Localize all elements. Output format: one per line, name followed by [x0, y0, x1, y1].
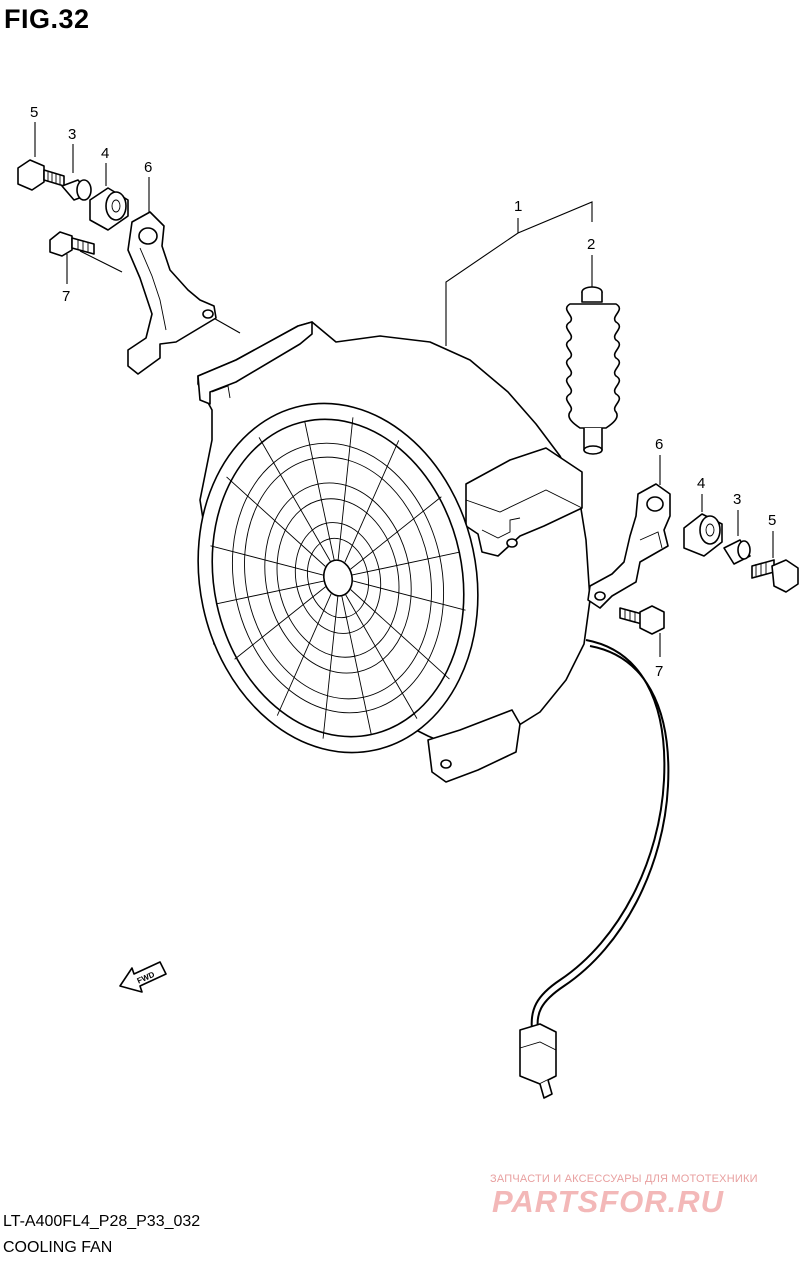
fan-wire-harness[interactable] — [519, 639, 670, 1099]
grille-ribs — [210, 417, 466, 739]
bracket-6-left[interactable] — [127, 211, 217, 375]
callout-1[interactable]: 1 — [514, 198, 522, 215]
callout-3-left[interactable]: 3 — [68, 126, 76, 143]
grommet-4-right[interactable] — [683, 513, 723, 557]
motor-box[interactable] — [465, 447, 583, 557]
bolt-5-left[interactable] — [17, 159, 65, 191]
bolt-5-right[interactable] — [751, 559, 799, 593]
callout-labels: 5 3 4 6 7 1 2 6 4 3 5 7 — [30, 104, 776, 680]
watermark-tagline: ЗАПЧАСТИ И АКСЕССУАРЫ ДЛЯ МОТОТЕХНИКИ — [490, 1173, 758, 1185]
callout-4-right[interactable]: 4 — [697, 475, 705, 492]
grommet-4-left[interactable] — [89, 187, 129, 231]
callout-6-right[interactable]: 6 — [655, 436, 663, 453]
callout-2[interactable]: 2 — [587, 236, 595, 253]
bolt-7-right[interactable] — [619, 605, 665, 635]
fan-grille — [197, 402, 479, 754]
collar-3-left[interactable] — [61, 179, 92, 201]
callout-4-left[interactable]: 4 — [101, 145, 109, 162]
diagram-name: COOLING FAN — [3, 1239, 113, 1256]
callout-3-right[interactable]: 3 — [733, 491, 741, 508]
callout-6-left[interactable]: 6 — [144, 159, 152, 176]
callout-7-right[interactable]: 7 — [655, 663, 663, 680]
forward-direction-arrow: FWD — [119, 961, 167, 993]
figure-title: FIG.32 — [4, 4, 90, 34]
left-mounting-hardware — [17, 159, 217, 375]
collar-3-right[interactable] — [723, 539, 751, 565]
callout-7-left[interactable]: 7 — [62, 288, 70, 305]
right-mounting-hardware — [587, 483, 799, 635]
cooling-fan-assembly[interactable] — [166, 321, 670, 1099]
bolt-7-left[interactable] — [49, 231, 95, 257]
rubber-cover-2[interactable] — [565, 286, 621, 455]
wire-connector[interactable] — [519, 1023, 557, 1085]
watermark-logo: PARTSFOR.RU — [492, 1184, 725, 1219]
callout-5-right[interactable]: 5 — [768, 512, 776, 529]
bracket-6-right[interactable] — [587, 483, 671, 609]
diagram-code: LT-A400FL4_P28_P33_032 — [3, 1213, 201, 1230]
callout-5-left[interactable]: 5 — [30, 104, 38, 121]
